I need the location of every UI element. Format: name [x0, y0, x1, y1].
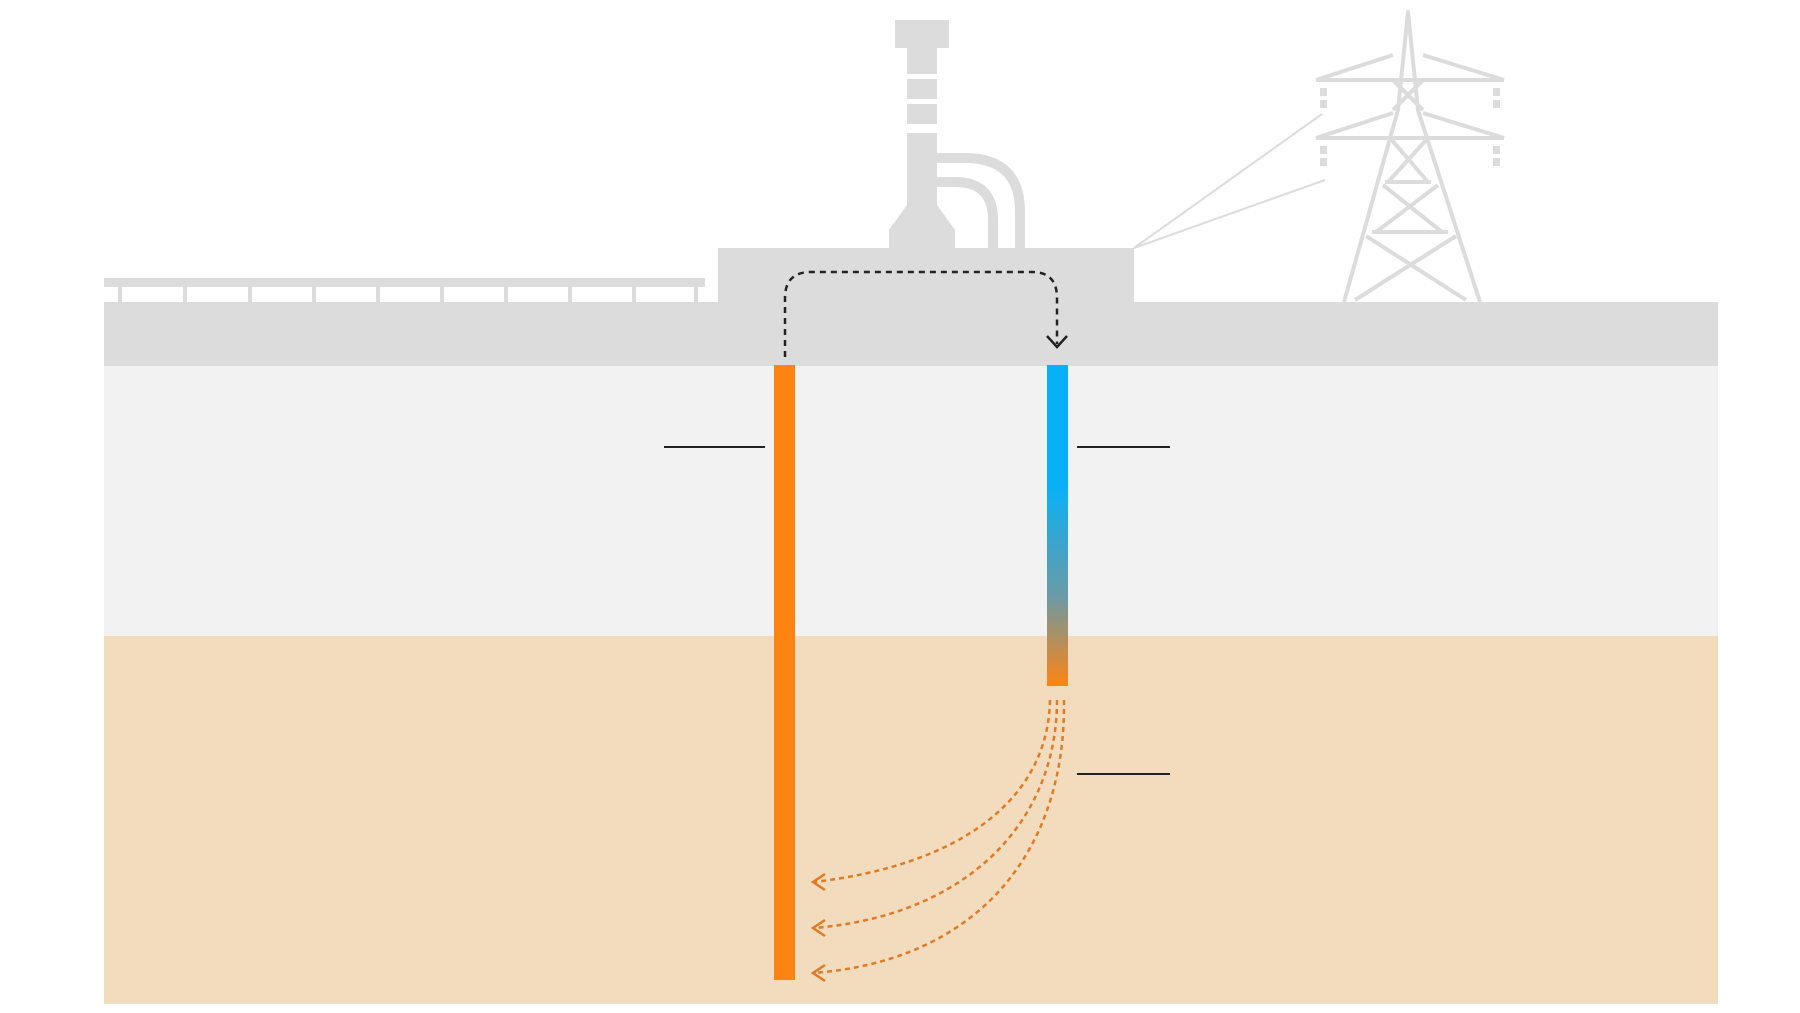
surface-loop-arrow [783, 270, 1059, 357]
transmission-tower-icon [1315, 10, 1505, 303]
power-lines [1133, 113, 1326, 249]
power-plant-icon [718, 20, 1134, 304]
upper-rock-layer [104, 365, 1718, 636]
production-well [774, 365, 795, 980]
surface-layer [104, 302, 1718, 366]
heat-flow-arrowheads [810, 872, 826, 983]
cooling-pipe-rack-icon [104, 278, 705, 303]
injection-well [1047, 365, 1068, 686]
surface-loop-arrowhead [1046, 335, 1068, 349]
tower-insulators [1320, 88, 1500, 166]
heat-flow-arrows [813, 699, 1066, 975]
hot-rock-layer [104, 635, 1718, 1004]
